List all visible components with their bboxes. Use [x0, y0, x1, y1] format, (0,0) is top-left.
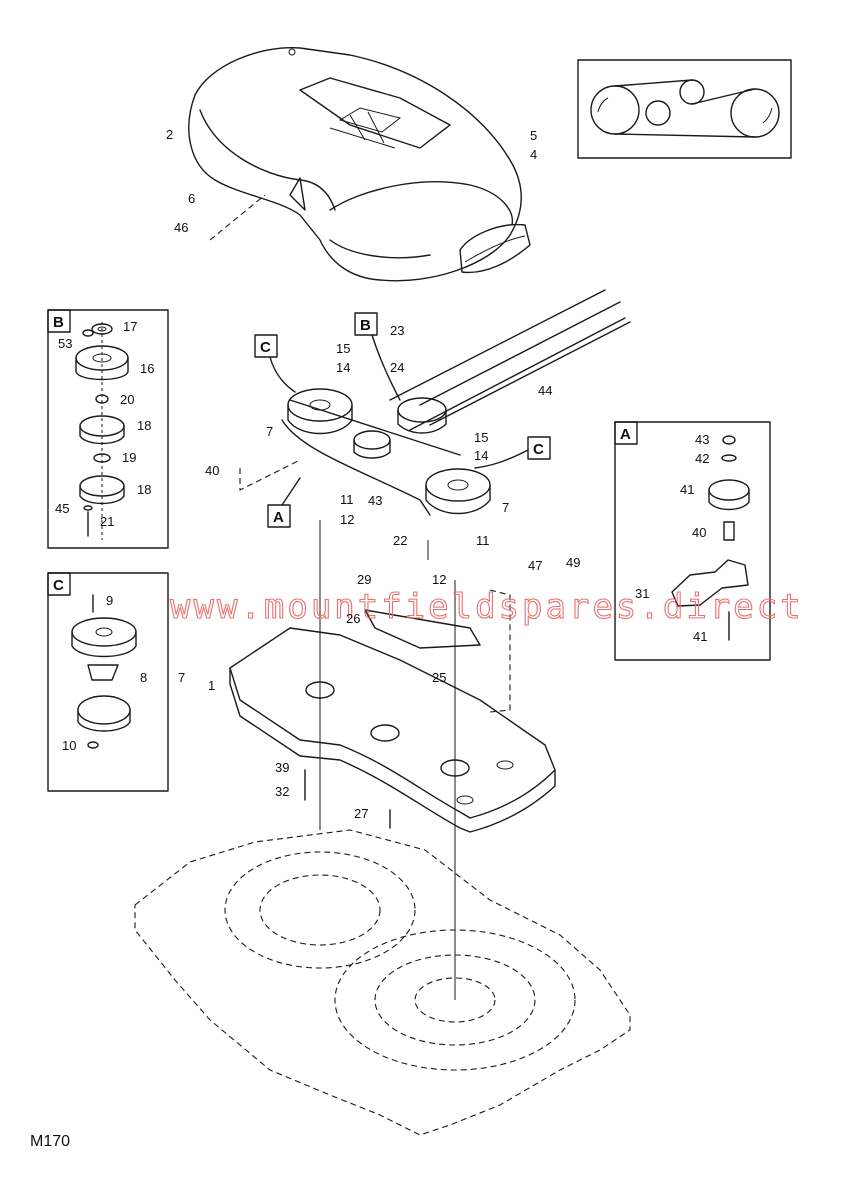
callout-25: 26 — [346, 611, 360, 626]
callout-19: 20 — [120, 392, 134, 407]
diagram-code: M170 — [30, 1133, 70, 1150]
callout-44: 44 — [538, 383, 552, 398]
callout-42: 42 — [695, 451, 709, 466]
callout-11: 11 — [340, 492, 354, 507]
callout-32: 40 — [205, 463, 219, 478]
callout-28: 31 — [635, 586, 649, 601]
tag-c-inset: C — [53, 577, 64, 594]
callout-6: 6 — [188, 191, 195, 206]
callout-16: 17 — [123, 319, 137, 334]
callout-20: 21 — [100, 514, 114, 529]
callout-53: 53 — [58, 336, 72, 351]
callout-17b: 18 — [137, 482, 151, 497]
callout-40: 40 — [692, 525, 706, 540]
callout-41: 41 — [693, 629, 707, 644]
callout-21: 22 — [393, 533, 407, 548]
callout-14: 15 — [336, 341, 350, 356]
callout-13: 14 — [336, 360, 350, 375]
callout-39: 41 — [680, 482, 694, 497]
callout-46: 45 — [55, 501, 69, 516]
tag-c-main-right: C — [533, 441, 544, 458]
callout-7-inset: 7 — [178, 670, 185, 685]
callout-12: 12 — [340, 512, 354, 527]
callout-18: 19 — [122, 450, 136, 465]
callout-31: 39 — [275, 760, 289, 775]
callout-2: 2 — [166, 127, 173, 142]
callout-14b: 15 — [474, 430, 488, 445]
mower-deck-phantom — [134, 829, 631, 1136]
callout-labels: 2 5 4 6 46 17 53 16 20 18 19 18 45 21 9 … — [55, 127, 709, 821]
callout-4: 4 — [530, 147, 537, 162]
callout-47: 46 — [174, 220, 188, 235]
callout-48: 47 — [528, 558, 542, 573]
tag-c-main-left: C — [260, 339, 271, 356]
pulleys-and-belts — [281, 289, 631, 516]
inset-a-jockey-pulley — [614, 421, 771, 661]
callout-5: 5 — [530, 128, 537, 143]
callout-17: 18 — [137, 418, 151, 433]
callout-49: 49 — [566, 555, 580, 570]
deck-cover — [188, 47, 531, 282]
callout-23: 24 — [390, 360, 404, 375]
callout-8: 8 — [140, 670, 147, 685]
callout-24: 25 — [432, 670, 446, 685]
callout-13b: 14 — [474, 448, 488, 463]
callout-26: 27 — [354, 806, 368, 821]
callout-43: 43 — [695, 432, 709, 447]
callout-11b: 11 — [476, 533, 490, 548]
tag-b-inset: B — [53, 314, 64, 331]
callout-27: 29 — [357, 572, 371, 587]
callout-10: 10 — [62, 738, 76, 753]
inset-b-tensioner-stack — [47, 309, 169, 549]
callout-9: 9 — [106, 593, 113, 608]
tag-b-main: B — [360, 317, 371, 334]
callout-22: 23 — [390, 323, 404, 338]
callout-15: 16 — [140, 361, 154, 376]
callout-7-left: 7 — [266, 424, 273, 439]
belt-routing-inset — [577, 59, 792, 159]
callout-7-right: 7 — [502, 500, 509, 515]
callout-12b: 12 — [432, 572, 446, 587]
callout-29: 32 — [275, 784, 289, 799]
tag-a-main: A — [273, 509, 284, 526]
inset-c-pulley-assembly — [47, 572, 169, 792]
callout-1: 1 — [208, 678, 215, 693]
watermark-text: www.mountfieldspares.direct — [170, 587, 804, 627]
callout-45: 43 — [368, 493, 382, 508]
tag-a-inset: A — [620, 426, 631, 443]
